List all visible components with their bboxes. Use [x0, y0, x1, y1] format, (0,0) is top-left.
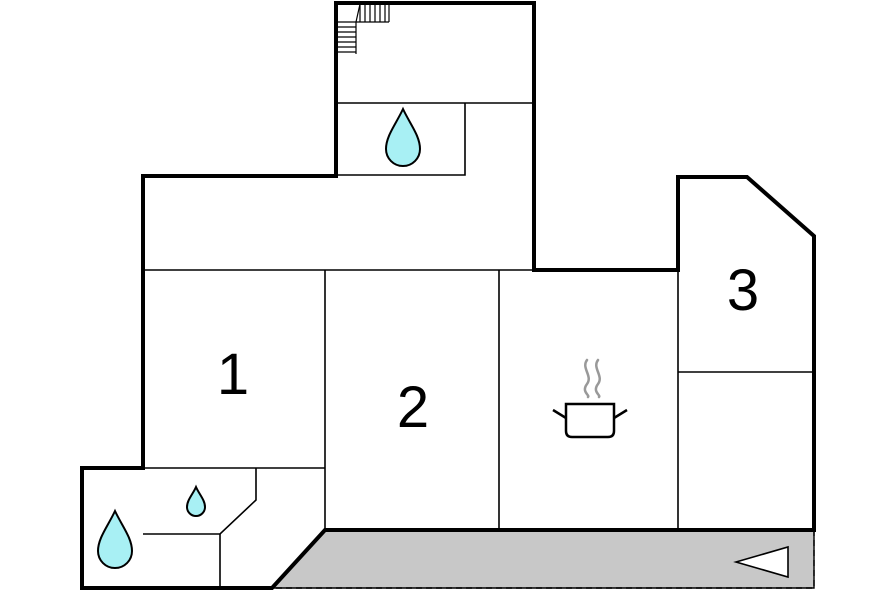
room-label-1: 1: [217, 342, 249, 407]
staircase-icon: [338, 3, 390, 54]
room-label-2: 2: [397, 375, 429, 440]
water-drop-icon: [384, 106, 422, 167]
water-drop-icon: [96, 508, 134, 569]
terrace: [270, 529, 815, 589]
arrow-left-icon: [733, 545, 789, 579]
cooking-pot-icon: [552, 358, 628, 439]
water-drop-icon: [185, 484, 207, 517]
interior-partitions: [143, 102, 814, 588]
room-label-3: 3: [727, 258, 759, 323]
